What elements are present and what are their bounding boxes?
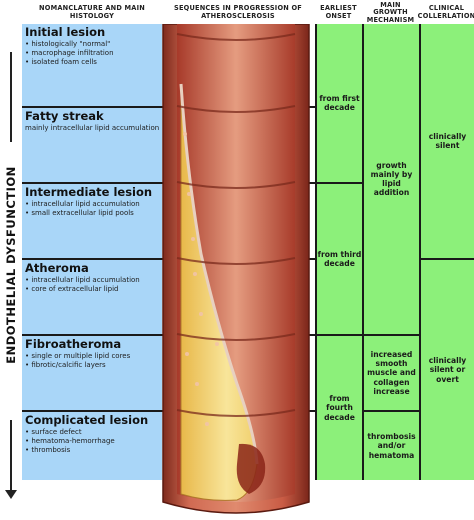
stage-description: • surface defect • hematoma-hemorrhage •… bbox=[25, 427, 115, 454]
mechanism-thrombosis-hematoma: thrombosis and/or hematoma bbox=[367, 432, 416, 460]
header-nomenclature: NOMANCLATURE AND MAIN HISTOLOGY bbox=[39, 4, 145, 20]
thrombus bbox=[236, 443, 266, 494]
stage-intermediate-lesion: Intermediate lesion • intracellular lipi… bbox=[22, 182, 162, 258]
stage-atheroma: Atheroma • intracellular lipid accumulat… bbox=[22, 258, 162, 334]
header-clinical: CLINICAL COLLERLATION bbox=[417, 4, 474, 20]
mechanism-lipid-addition: growth mainly by lipid addition bbox=[370, 160, 413, 198]
stage-description: • intracellular lipid accumulation • sma… bbox=[25, 199, 140, 217]
arrow-line-top bbox=[10, 52, 12, 142]
header-onset: EARLIEST ONSET bbox=[320, 4, 357, 20]
stage-description: • histologically "normal" • macrophage i… bbox=[25, 39, 114, 66]
mechanism-column: growth mainly by lipid addition increase… bbox=[362, 24, 419, 480]
artery-illustration bbox=[162, 24, 310, 514]
divider-line bbox=[364, 410, 419, 412]
stage-title: Fatty streak bbox=[25, 109, 104, 123]
mechanism-smooth-muscle-collagen: increased smooth muscle and collagen inc… bbox=[367, 349, 416, 396]
onset-column: from first decade from third decade from… bbox=[315, 24, 362, 480]
header-mechanism: MAIN GROWTH MECHANISM bbox=[366, 0, 415, 24]
clinical-column: clinically silent clinically silent or o… bbox=[419, 24, 474, 480]
stage-title: Complicated lesion bbox=[25, 413, 149, 427]
clinical-silent-or-overt: clinically silent or overt bbox=[428, 356, 467, 384]
stage-description: • single or multiple lipid cores • fibro… bbox=[25, 351, 131, 369]
stage-title: Initial lesion bbox=[25, 25, 106, 39]
foam-cells bbox=[183, 132, 219, 426]
endothelial-dysfunction-axis: ENDOTHELIAL DYSFUNCTION bbox=[0, 24, 22, 499]
onset-third-decade: from third decade bbox=[317, 249, 362, 268]
divider-line bbox=[421, 258, 474, 260]
stage-description: • intracellular lipid accumulation • cor… bbox=[25, 275, 140, 293]
divider-line bbox=[364, 334, 419, 336]
stage-complicated-lesion: Complicated lesion • surface defect • he… bbox=[22, 410, 162, 480]
stage-panel: Initial lesion • histologically "normal"… bbox=[22, 24, 162, 480]
stage-initial-lesion: Initial lesion • histologically "normal"… bbox=[22, 24, 162, 106]
stage-title: Intermediate lesion bbox=[25, 185, 153, 199]
stage-title: Atheroma bbox=[25, 261, 89, 275]
stage-title: Fibroatheroma bbox=[25, 337, 122, 351]
onset-first-decade: from first decade bbox=[319, 93, 360, 112]
artery-rings bbox=[176, 33, 296, 417]
clinical-silent: clinically silent bbox=[428, 131, 467, 150]
divider-line bbox=[317, 334, 362, 336]
onset-fourth-decade: from fourth decade bbox=[324, 394, 355, 422]
divider-line bbox=[317, 182, 362, 184]
arrow-down-icon bbox=[5, 490, 17, 499]
fibrous-cap bbox=[179, 83, 259, 465]
side-label: ENDOTHELIAL DYSFUNCTION bbox=[4, 166, 18, 364]
stage-fatty-streak: Fatty streak mainly intracellular lipid … bbox=[22, 106, 162, 182]
header-sequences: SEQUENCES IN PROGRESSION OF ATHEROSCLERO… bbox=[174, 4, 302, 20]
stage-description: mainly intracellular lipid accumulation bbox=[25, 123, 160, 132]
stage-fibroatheroma: Fibroatheroma • single or multiple lipid… bbox=[22, 334, 162, 410]
arrow-line bbox=[10, 420, 12, 492]
